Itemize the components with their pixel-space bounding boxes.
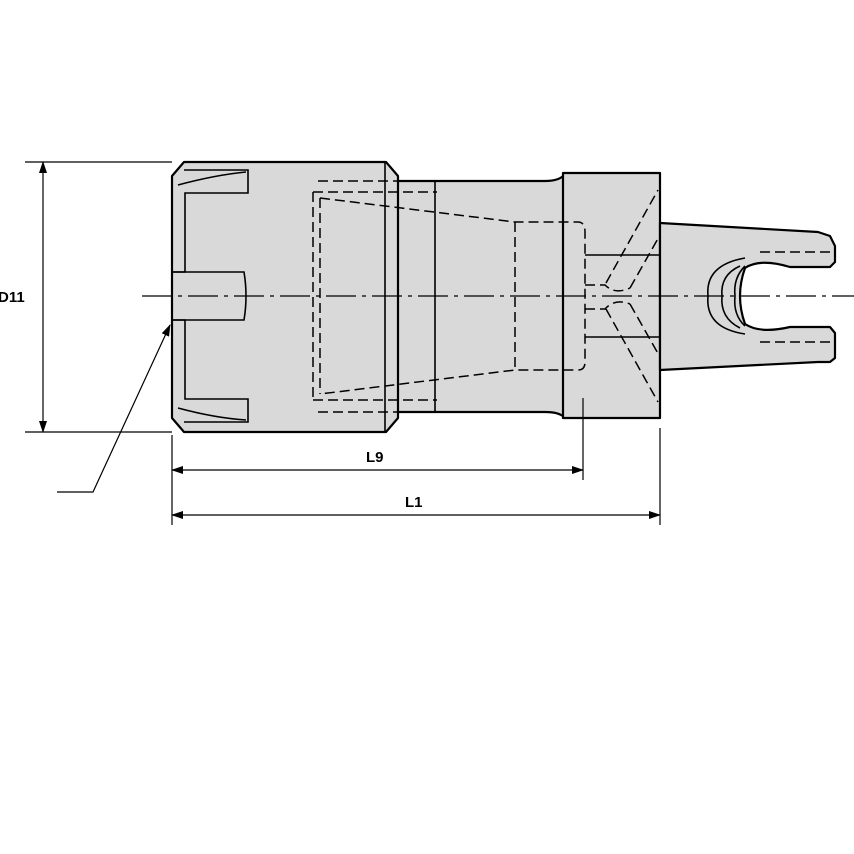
l1-label: L1 bbox=[405, 494, 423, 511]
leader-line bbox=[57, 324, 171, 493]
clevis bbox=[658, 221, 837, 372]
d11-label: D11 bbox=[0, 289, 25, 306]
l9-label: L9 bbox=[366, 449, 384, 466]
collet-nut bbox=[170, 160, 400, 434]
